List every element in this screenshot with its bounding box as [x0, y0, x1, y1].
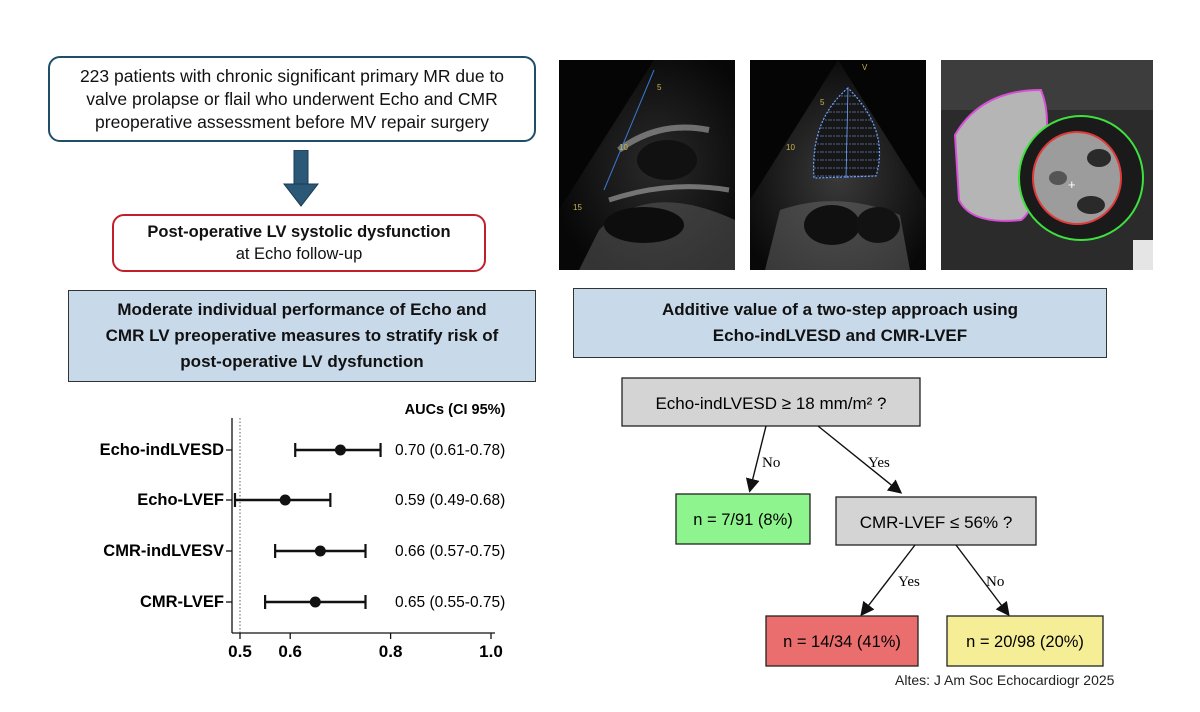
edge-no — [745, 425, 767, 493]
outcome-subtitle: at Echo follow-up — [235, 245, 363, 263]
forest-row-label: Echo-indLVESD — [100, 441, 224, 459]
leaf-high-risk-label: n = 14/34 (41%) — [783, 633, 901, 651]
leaf-low-risk — [675, 493, 811, 545]
headline-left: Moderate individual performance of Echo … — [68, 290, 536, 382]
forest-row: Echo-LVEF 0.59 (0.49-0.68) — [137, 491, 505, 509]
forest-value-label: 0.65 (0.55-0.75) — [395, 594, 505, 611]
forest-x-tick-label: 0.8 — [379, 642, 403, 661]
edge-yes-label: Yes — [868, 455, 890, 471]
forest-plot: AUCs (CI 95%) Echo-indLVESD 0.70 (0.61-0.… — [60, 390, 540, 680]
decision-tree: Echo-indLVESD ≥ 18 mm/m² ? No Yes n = 7/… — [590, 370, 1150, 680]
headline-left-line-3: post-operative LV dysfunction — [180, 352, 424, 371]
forest-point — [309, 596, 321, 608]
leaf-mid-risk — [946, 615, 1104, 667]
headline-left-line-2: CMR LV preoperative measures to stratify… — [105, 326, 499, 345]
forest-value-label: 0.59 (0.49-0.68) — [395, 492, 505, 509]
marker-label: V — [862, 63, 868, 72]
forest-x-tick-label: 1.0 — [479, 642, 503, 661]
forest-point — [334, 444, 346, 456]
center-marker-icon: + — [1068, 177, 1076, 192]
second-node-label: CMR-LVEF ≤ 56% ? — [860, 513, 1013, 532]
edge-no-label: No — [762, 455, 780, 471]
headline-right: Additive value of a two-step approach us… — [573, 288, 1107, 358]
edge-no-2-label: No — [986, 574, 1004, 590]
forest-row: Echo-indLVESD 0.70 (0.61-0.78) — [100, 441, 506, 459]
outcome-title: Post-operative LV systolic dysfunction — [147, 223, 451, 241]
forest-column-header: AUCs (CI 95%) — [405, 402, 506, 418]
patients-line-1: 223 patients with chronic significant pr… — [79, 65, 505, 86]
forest-x-tick-label: 0.6 — [278, 642, 302, 661]
outcome-box: Post-operative LV systolic dysfunction a… — [112, 214, 486, 272]
forest-point — [314, 545, 326, 557]
forest-row-label: Echo-LVEF — [137, 491, 224, 509]
patients-line-2: valve prolapse or flail who underwent Ec… — [86, 88, 498, 109]
leaf-low-risk-label: n = 7/91 (8%) — [693, 511, 793, 529]
edge-no-2 — [955, 544, 1010, 617]
forest-point — [279, 494, 291, 506]
headline-right-line-2: Echo-indLVESD and CMR-LVEF — [712, 326, 968, 345]
headline-left-line-1: Moderate individual performance of Echo … — [117, 300, 487, 319]
patients-box: 223 patients with chronic significant pr… — [48, 56, 536, 142]
depth-label: 15 — [573, 203, 582, 212]
depth-label: 5 — [657, 83, 662, 92]
headline-right-line-1: Additive value of a two-step approach us… — [661, 300, 1019, 319]
forest-row-label: CMR-LVEF — [140, 593, 224, 611]
forest-row-label: CMR-indLVESV — [103, 542, 224, 560]
down-arrow-icon — [282, 150, 320, 207]
forest-value-label: 0.66 (0.57-0.75) — [395, 543, 505, 560]
depth-label: 10 — [786, 143, 795, 152]
root-node — [621, 377, 921, 427]
edge-yes-2-label: Yes — [898, 574, 920, 590]
leaf-mid-risk-label: n = 20/98 (20%) — [966, 633, 1084, 651]
depth-label: 10 — [619, 143, 628, 152]
forest-row: CMR-indLVESV 0.66 (0.57-0.75) — [103, 542, 505, 560]
edge-yes-2 — [860, 544, 916, 617]
forest-x-tick-label: 0.5 — [228, 642, 252, 661]
depth-label: 5 — [820, 98, 825, 107]
second-node — [835, 496, 1037, 546]
edge-yes — [817, 425, 903, 494]
leaf-high-risk — [765, 615, 919, 667]
echo-parasternal-image: 5 10 15 — [559, 60, 735, 270]
echo-apical-image: V 5 10 — [750, 60, 926, 270]
cmr-short-axis-image: + — [941, 60, 1153, 270]
forest-value-label: 0.70 (0.61-0.78) — [395, 442, 505, 459]
root-node-label: Echo-indLVESD ≥ 18 mm/m² ? — [655, 394, 886, 413]
citation: Altes: J Am Soc Echocardiogr 2025 — [895, 672, 1115, 688]
patients-line-3: preoperative assessment before MV repair… — [95, 111, 489, 132]
forest-row: CMR-LVEF 0.65 (0.55-0.75) — [140, 593, 505, 611]
